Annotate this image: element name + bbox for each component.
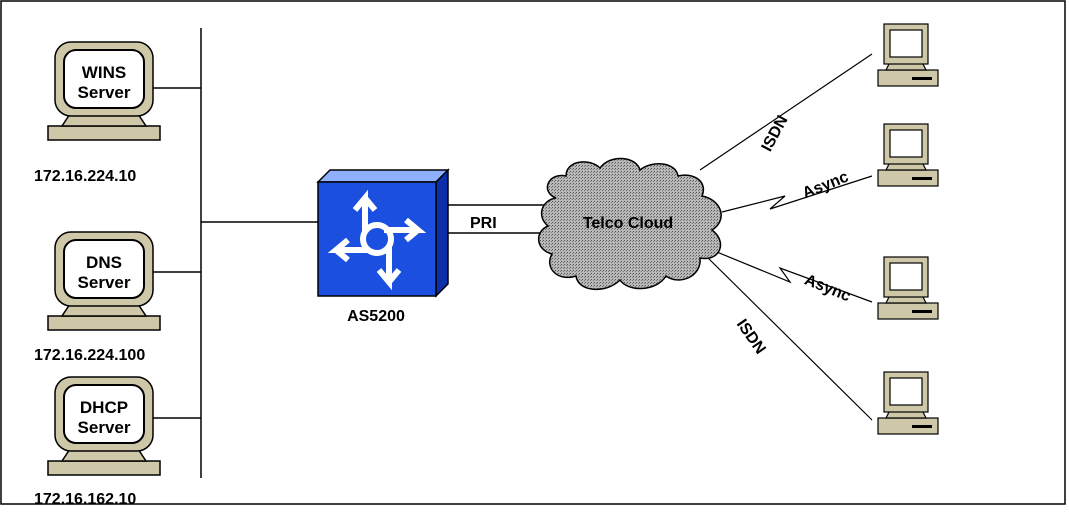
dns-server-role: Server xyxy=(78,273,131,292)
dns-server-name: DNS xyxy=(86,253,122,272)
wins-server-role: Server xyxy=(78,83,131,102)
client-pc-1 xyxy=(877,23,939,87)
telco-cloud: Telco Cloud xyxy=(538,157,722,290)
desktop-pc-icon xyxy=(877,123,939,187)
monitor-server-icon xyxy=(47,41,161,141)
client-pc-4 xyxy=(877,371,939,435)
wins-server-name: WINS xyxy=(82,63,126,82)
desktop-pc-icon xyxy=(877,256,939,320)
access-server-router-icon xyxy=(316,168,450,298)
dns-server: DNS Server 172.16.224.100 xyxy=(34,231,161,364)
wins-server: WINS Server 172.16.224.10 xyxy=(34,41,161,185)
isdn-line-top xyxy=(699,53,873,171)
router-label: AS5200 xyxy=(347,308,405,325)
dhcp-server-ip: 172.16.162.10 xyxy=(34,491,136,508)
cloud-icon xyxy=(538,157,722,290)
as5200-router: AS5200 xyxy=(316,168,450,325)
dhcp-server-role: Server xyxy=(78,418,131,437)
async-line-top xyxy=(721,175,873,213)
pri-label: PRI xyxy=(470,215,497,232)
client-pc-2 xyxy=(877,123,939,187)
wins-server-ip: 172.16.224.10 xyxy=(34,168,136,185)
desktop-pc-icon xyxy=(877,23,939,87)
async-line-bottom xyxy=(711,249,873,303)
cloud-label: Telco Cloud xyxy=(583,215,673,232)
monitor-server-icon xyxy=(47,376,161,476)
monitor-server-icon xyxy=(47,231,161,331)
dhcp-server: DHCP Server 172.16.162.10 xyxy=(34,376,161,508)
isdn-line-bottom xyxy=(704,254,873,421)
dns-server-ip: 172.16.224.100 xyxy=(34,347,145,364)
client-pc-3 xyxy=(877,256,939,320)
dhcp-server-name: DHCP xyxy=(80,398,128,417)
desktop-pc-icon xyxy=(877,371,939,435)
